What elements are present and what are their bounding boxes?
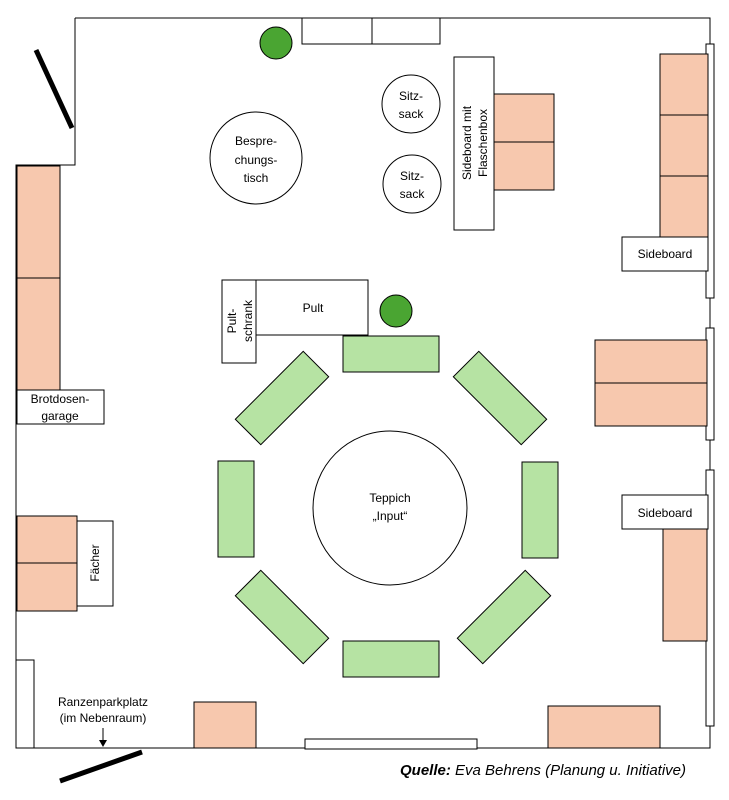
peach-block-bottom-right xyxy=(547,705,661,749)
table-bottom-right xyxy=(456,569,552,665)
table-left xyxy=(217,460,255,558)
door-bottom-left xyxy=(59,749,143,784)
table-top-left xyxy=(234,350,330,446)
teppich-label-1: Teppich xyxy=(369,491,410,505)
svg-text:Pult-schrank: Pult-schrank xyxy=(225,299,255,342)
plant-top xyxy=(259,26,293,60)
table-top xyxy=(342,335,440,373)
window-top-2 xyxy=(371,17,441,45)
peach-block-right-6 xyxy=(662,528,708,642)
peach-block-center-2 xyxy=(493,141,555,191)
pultschrank xyxy=(221,279,257,364)
sideboard-flaschenbox-label-1: Sideboard mit xyxy=(460,105,474,180)
teppich-label-2: „Input“ xyxy=(373,509,408,523)
brotdosengarage-label-2: garage xyxy=(41,409,79,423)
peach-block-left-1 xyxy=(16,165,61,279)
ranzenparkplatz-label-2: (im Nebenraum) xyxy=(60,711,147,725)
svg-text:Teppich„Input“: Teppich „Input“ xyxy=(369,491,410,523)
source-caption: Quelle: Eva Behrens (Planung u. Initiati… xyxy=(400,762,720,779)
pultschrank-label-1: Pult- xyxy=(225,309,239,334)
window-top-1 xyxy=(301,17,373,45)
sideboard-right-top xyxy=(621,236,709,272)
ranzenparkplatz-arrowhead xyxy=(99,740,107,747)
peach-block-right-5 xyxy=(594,382,708,427)
svg-text:Sitz-sack: Sitz-sack xyxy=(399,89,425,121)
door-top-left xyxy=(33,48,75,130)
svg-text:Sitz-sack: Sitz-sack xyxy=(400,169,426,201)
peach-block-left-4 xyxy=(16,562,78,612)
brotdosengarage xyxy=(16,389,105,425)
table-right xyxy=(521,461,559,559)
besprechungstisch-label-1: Bespre- xyxy=(235,134,277,148)
peach-block-left-2 xyxy=(16,277,61,391)
sideboard-right-bottom-label: Sideboard xyxy=(638,506,693,520)
faecher xyxy=(76,520,114,607)
sideboard-flaschenbox xyxy=(453,56,495,231)
peach-block-left-3 xyxy=(16,515,78,564)
left-wall-element xyxy=(15,659,35,749)
svg-text:Ranzenparkplatz(im Nebenraum): Ranzenparkplatz (im Nebenraum) xyxy=(58,695,148,725)
window-bottom xyxy=(304,738,478,750)
peach-block-bottom-left xyxy=(193,701,257,749)
besprechungstisch xyxy=(209,111,303,205)
sitzsack-1-label-2: sack xyxy=(399,107,425,121)
table-bottom-left xyxy=(234,569,330,665)
peach-block-right-2 xyxy=(659,114,709,177)
svg-text:Bespre-chungs-tisch: Bespre-chungs-tisch xyxy=(235,134,278,185)
ranzenparkplatz-label-1: Ranzenparkplatz xyxy=(58,695,148,709)
teppich xyxy=(312,430,468,586)
brotdosengarage-label-1: Brotdosen- xyxy=(31,392,90,406)
plant-pult xyxy=(379,294,413,328)
peach-block-center-1 xyxy=(493,93,555,143)
svg-text:Brotdosen-garage: Brotdosen-garage xyxy=(31,392,90,423)
sitzsack-2-label-1: Sitz- xyxy=(400,169,424,183)
pult-label: Pult xyxy=(303,301,324,315)
peach-block-right-3 xyxy=(659,175,709,238)
table-top-right xyxy=(452,350,548,446)
peach-block-right-4 xyxy=(594,339,708,384)
sitzsack-1-label-1: Sitz- xyxy=(399,89,423,103)
sideboard-flaschenbox-label-2: Flaschenbox xyxy=(476,109,490,177)
sitzsack-2-label-2: sack xyxy=(400,187,426,201)
source-caption-prefix: Quelle: xyxy=(400,762,451,779)
peach-block-right-1 xyxy=(659,53,709,116)
faecher-label: Fächer xyxy=(88,544,102,581)
pultschrank-label-2: schrank xyxy=(241,299,255,342)
besprechungstisch-label-3: tisch xyxy=(244,171,269,185)
source-caption-text: Eva Behrens (Planung u. Initiative) xyxy=(455,762,686,779)
besprechungstisch-label-2: chungs- xyxy=(235,153,278,167)
table-bottom xyxy=(342,640,440,678)
sitzsack-2 xyxy=(382,154,442,214)
pult xyxy=(255,279,369,336)
sideboard-right-bottom xyxy=(621,494,709,530)
sitzsack-1 xyxy=(381,74,441,134)
sideboard-right-top-label: Sideboard xyxy=(638,247,693,261)
